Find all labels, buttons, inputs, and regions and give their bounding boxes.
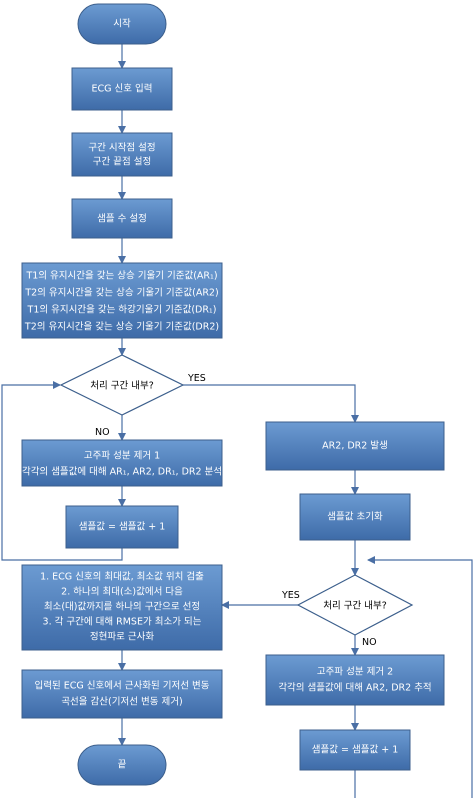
node-start: 시작 — [77, 3, 167, 45]
node-end-text: 끝 — [118, 760, 127, 771]
node-decision-1: 처리 구간 내부? — [59, 354, 185, 416]
node-decision-2: 처리 구간 내부? — [296, 574, 414, 636]
edge-loop2-return — [367, 556, 473, 798]
node-sample-inc-2-text: 샘플값 = 샘플값 + 1 — [312, 744, 398, 756]
node-sample-count: 샘플 수 설정 — [71, 198, 173, 239]
node-sample-init: 샘플값 초기화 — [299, 493, 411, 541]
label-no-2: NO — [362, 637, 377, 648]
label-no-1: NO — [95, 427, 110, 438]
node-hf-removal-1: 고주파 성분 제거 1 각각의 샘플값에 대해 AR₁, AR2, DR₁, D… — [21, 439, 223, 487]
node-thresholds: T1의 유지시간을 갖는 상승 기울기 기준값(AR₁) T2의 유지시간을 갖… — [21, 262, 223, 339]
node-gen-ar2-dr2-text: AR2, DR2 발생 — [322, 441, 388, 452]
label-yes-1: YES — [187, 373, 206, 384]
node-thresholds-line-1: T1의 유지시간을 갖는 상승 기울기 기준값(AR₁) — [25, 270, 217, 282]
node-end: 끝 — [77, 744, 167, 786]
edge-loop1 — [1, 381, 123, 561]
node-gen-ar2-dr2: AR2, DR2 발생 — [265, 421, 445, 471]
node-thresholds-line-3: T1의 유지시간을 갖는 하강기울기 기준값(DR₁) — [27, 304, 217, 316]
node-subtract: 입력된 ECG 신호에서 근사화된 기저선 변동 곡선을 감산(기저선 변동 제… — [21, 669, 223, 719]
node-interval-line-2: 구간 끝점 설정 — [93, 156, 151, 168]
node-subtract-line-2: 곡선을 감산(기저선 변동 제거) — [61, 696, 182, 708]
node-sample-inc-1: 샘플값 = 샘플값 + 1 — [65, 505, 179, 549]
node-approx-line-1: 1. ECG 신호의 최대값, 최소값 위치 검출 — [40, 571, 204, 583]
node-ecg-input-text: ECG 신호 입력 — [92, 83, 153, 95]
node-approx-line-4: 3. 각 구간에 대해 RMSE가 최소가 되는 — [43, 616, 202, 628]
node-decision-1-text: 처리 구간 내부? — [90, 380, 154, 392]
label-yes-2: YES — [281, 590, 300, 601]
node-interval-set: 구간 시작점 설정 구간 끝점 설정 — [71, 132, 173, 177]
node-sample-inc-2: 샘플값 = 샘플값 + 1 — [299, 729, 411, 771]
node-subtract-line-1: 입력된 ECG 신호에서 근사화된 기저선 변동 — [35, 680, 210, 692]
node-sample-init-text: 샘플값 초기화 — [327, 511, 383, 523]
node-thresholds-line-2: T2의 유지시간을 갖는 상승 기울기 기준값(AR2) — [24, 287, 218, 299]
node-ecg-input: ECG 신호 입력 — [71, 67, 173, 111]
node-approx-line-5: 정현파로 근사화 — [90, 632, 154, 643]
node-approx-line-2: 2. 하나의 최대(소)값에서 다음 — [61, 586, 183, 598]
node-start-text: 시작 — [113, 19, 131, 30]
node-hf-removal-2: 고주파 성분 제거 2 각각의 샘플값에 대해 AR2, DR2 추적 — [265, 654, 445, 706]
node-decision-2-text: 처리 구간 내부? — [323, 600, 387, 612]
node-approx-line-3: 최소(대)값까지를 하나의 구간으로 선정 — [44, 601, 200, 613]
node-approx-steps: 1. ECG 신호의 최대값, 최소값 위치 검출 2. 하나의 최대(소)값에… — [21, 564, 223, 651]
node-interval-line-1: 구간 시작점 설정 — [88, 142, 155, 154]
node-hf1-line-1: 고주파 성분 제거 1 — [84, 451, 160, 462]
node-thresholds-line-4: T2의 유지시간을 갖는 상승 기울기 기준값(DR2) — [24, 321, 219, 333]
edges — [1, 44, 473, 798]
node-sample-inc-1-text: 샘플값 = 샘플값 + 1 — [79, 521, 165, 533]
node-hf2-line-1: 고주파 성분 제거 2 — [317, 667, 393, 678]
node-sample-count-text: 샘플 수 설정 — [97, 214, 147, 225]
edge-decision1-yes — [183, 384, 359, 423]
node-hf2-line-2: 각각의 샘플값에 대해 AR2, DR2 추적 — [278, 682, 431, 694]
node-hf1-line-2: 각각의 샘플값에 대해 AR₁, AR2, DR₁, DR2 분석 — [22, 466, 222, 478]
